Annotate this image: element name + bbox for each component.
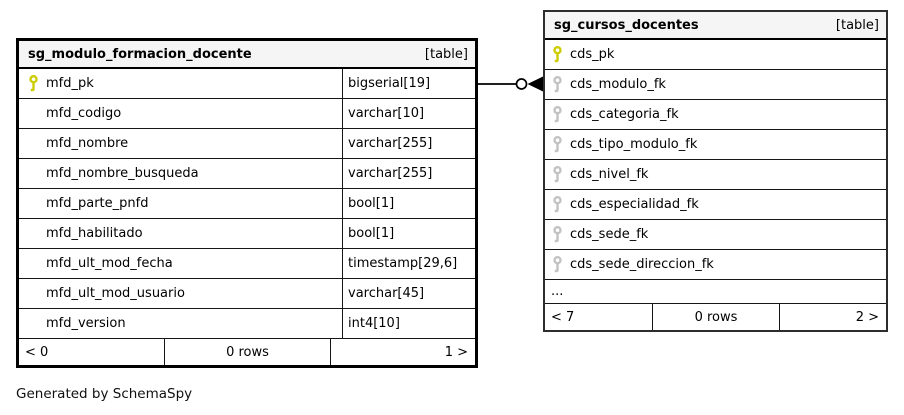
foreign-key-icon: [552, 166, 563, 183]
table-header: sg_modulo_formacion_docente [table]: [19, 41, 475, 69]
column-name: mfd_version: [46, 316, 126, 331]
column-name-cell: cds_sede_fk: [545, 220, 886, 249]
table-row: mfd_nombre varchar[255]: [19, 129, 475, 159]
table-row: cds_sede_direccion_fk: [545, 250, 886, 280]
column-name: mfd_codigo: [46, 106, 122, 121]
table-type-badge: [table]: [424, 46, 468, 62]
column-name-cell: cds_especialidad_fk: [545, 190, 886, 219]
column-name-cell: mfd_parte_pnfd: [19, 189, 342, 218]
footer-parents-count: < 7: [551, 309, 575, 325]
foreign-key-icon: [552, 226, 563, 243]
column-name-cell: cds_categoria_fk: [545, 100, 886, 129]
column-type: int4[10]: [342, 309, 475, 338]
table-node-sg-cursos-docentes[interactable]: sg_cursos_docentes [table] cds_pk cds_mo…: [543, 10, 888, 332]
column-name: cds_sede_direccion_fk: [570, 257, 714, 272]
column-type: varchar[10]: [342, 99, 475, 128]
footer-row-count: 0 rows: [652, 304, 779, 330]
column-name-cell: mfd_pk: [19, 69, 342, 98]
table-row: mfd_version int4[10]: [19, 309, 475, 339]
column-name-cell: mfd_ult_mod_usuario: [19, 279, 342, 308]
column-name: cds_tipo_modulo_fk: [570, 137, 698, 152]
footer-children-count: 2 >: [779, 304, 886, 330]
column-name-cell: cds_pk: [545, 40, 886, 69]
table-row: mfd_ult_mod_fecha timestamp[29,6]: [19, 249, 475, 279]
table-row: cds_modulo_fk: [545, 70, 886, 100]
column-name: cds_modulo_fk: [570, 77, 666, 92]
column-name-cell: cds_modulo_fk: [545, 70, 886, 99]
icon-spacer: [28, 105, 39, 122]
foreign-key-icon: [552, 256, 563, 273]
column-name-cell: mfd_ult_mod_fecha: [19, 249, 342, 278]
generator-credit: Generated by SchemaSpy: [16, 386, 193, 402]
table-row: mfd_pk bigserial[19]: [19, 69, 475, 99]
icon-spacer: [28, 315, 39, 332]
column-type: varchar[255]: [342, 129, 475, 158]
column-name: cds_categoria_fk: [570, 107, 679, 122]
column-name: cds_especialidad_fk: [570, 197, 699, 212]
table-row: cds_nivel_fk: [545, 160, 886, 190]
table-row: cds_especialidad_fk: [545, 190, 886, 220]
table-row: cds_categoria_fk: [545, 100, 886, 130]
icon-spacer: [28, 255, 39, 272]
table-row: mfd_codigo varchar[10]: [19, 99, 475, 129]
table-header: sg_cursos_docentes [table]: [545, 12, 886, 40]
column-name: mfd_pk: [46, 76, 94, 91]
footer-parents-count: < 0: [25, 344, 49, 360]
column-name: cds_sede_fk: [570, 227, 649, 242]
table-type-badge: [table]: [835, 17, 879, 33]
foreign-key-icon: [552, 106, 563, 123]
column-name: mfd_nombre_busqueda: [46, 166, 199, 181]
column-name-cell: cds_tipo_modulo_fk: [545, 130, 886, 159]
crow-foot-arrow: [527, 76, 543, 92]
column-type: varchar[255]: [342, 159, 475, 188]
column-name: mfd_nombre: [46, 136, 129, 151]
hidden-columns-ellipsis: ...: [545, 280, 886, 304]
column-name-cell: mfd_habilitado: [19, 219, 342, 248]
table-row: mfd_habilitado bool[1]: [19, 219, 475, 249]
table-row: mfd_nombre_busqueda varchar[255]: [19, 159, 475, 189]
primary-key-icon: [28, 75, 39, 92]
column-name: mfd_habilitado: [46, 226, 143, 241]
table-node-sg-modulo-formacion-docente[interactable]: sg_modulo_formacion_docente [table] mfd_…: [16, 38, 478, 368]
footer-children-count: 1 >: [330, 339, 475, 365]
column-name-cell: cds_nivel_fk: [545, 160, 886, 189]
foreign-key-icon: [552, 196, 563, 213]
column-name: cds_pk: [570, 47, 615, 62]
table-row: mfd_parte_pnfd bool[1]: [19, 189, 475, 219]
icon-spacer: [28, 195, 39, 212]
table-row: cds_tipo_modulo_fk: [545, 130, 886, 160]
icon-spacer: [28, 285, 39, 302]
column-type: varchar[45]: [342, 279, 475, 308]
table-title[interactable]: sg_cursos_docentes: [554, 17, 699, 33]
column-name-cell: cds_sede_direccion_fk: [545, 250, 886, 279]
column-type: bool[1]: [342, 219, 475, 248]
footer-row-count: 0 rows: [164, 339, 330, 365]
column-type: timestamp[29,6]: [342, 249, 475, 278]
column-name-cell: mfd_codigo: [19, 99, 342, 128]
foreign-key-icon: [552, 136, 563, 153]
icon-spacer: [28, 165, 39, 182]
column-type: bigserial[19]: [342, 69, 475, 98]
column-name-cell: mfd_nombre: [19, 129, 342, 158]
column-name: mfd_ult_mod_fecha: [46, 256, 173, 271]
column-name: cds_nivel_fk: [570, 167, 649, 182]
table-footer: < 0 0 rows 1 >: [19, 339, 475, 365]
primary-key-icon: [552, 46, 563, 63]
column-name: mfd_ult_mod_usuario: [46, 286, 185, 301]
column-name-cell: mfd_version: [19, 309, 342, 338]
table-row: mfd_ult_mod_usuario varchar[45]: [19, 279, 475, 309]
column-type: bool[1]: [342, 189, 475, 218]
icon-spacer: [28, 225, 39, 242]
icon-spacer: [28, 135, 39, 152]
column-name: mfd_parte_pnfd: [46, 196, 149, 211]
table-row: cds_pk: [545, 40, 886, 70]
foreign-key-icon: [552, 76, 563, 93]
zero-or-one-circle: [515, 78, 528, 90]
column-name-cell: mfd_nombre_busqueda: [19, 159, 342, 188]
table-title[interactable]: sg_modulo_formacion_docente: [28, 46, 252, 62]
table-footer: < 7 0 rows 2 >: [545, 304, 886, 330]
relationship-connector: [478, 76, 543, 92]
table-row: cds_sede_fk: [545, 220, 886, 250]
